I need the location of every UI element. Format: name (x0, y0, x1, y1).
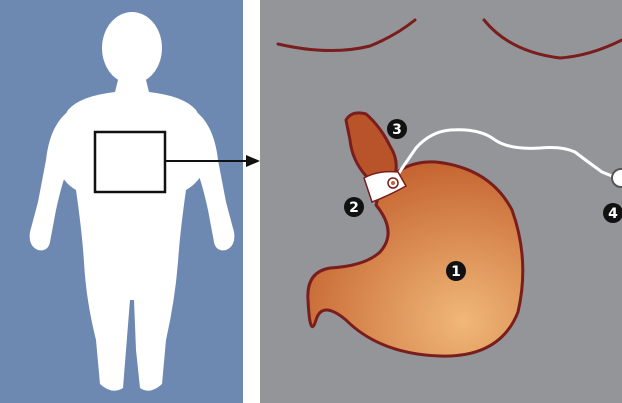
silhouette-head (102, 12, 162, 84)
marker-band-label: 2 (349, 200, 359, 216)
body-panel (0, 0, 243, 403)
marker-esophagus: 3 (387, 119, 407, 139)
marker-stomach: 1 (446, 261, 466, 281)
stomach-panel: 1 2 3 4 (260, 0, 622, 403)
marker-esophagus-label: 3 (392, 122, 402, 138)
marker-port-label: 4 (608, 206, 618, 222)
marker-stomach-label: 1 (451, 264, 461, 280)
marker-band: 2 (344, 197, 364, 217)
access-port (612, 169, 622, 187)
